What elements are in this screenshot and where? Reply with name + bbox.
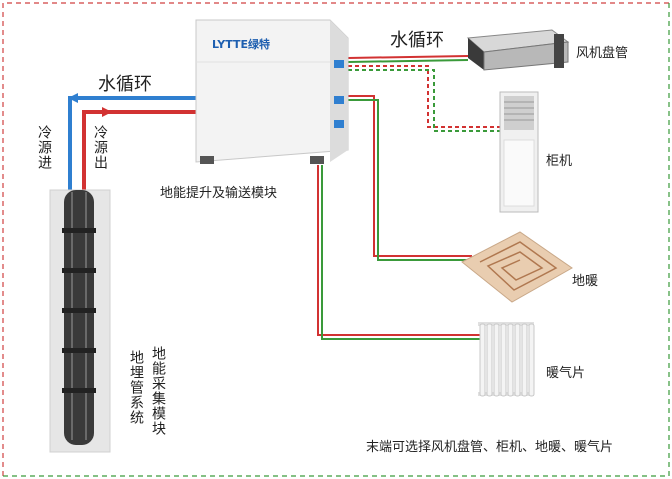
water-loop-top-label: 水循环 (390, 30, 444, 51)
cabinet-unit (499, 91, 539, 213)
heat-pump-unit (195, 19, 349, 164)
buried-pipe-system-label: 地埋管系统 (128, 350, 144, 425)
terminal-pipes (317, 55, 500, 340)
cold-out-label: 冷源出 (92, 125, 108, 170)
cabinet-label: 柜机 (546, 154, 573, 169)
fan-coil-label: 风机盘管 (576, 46, 629, 61)
ground-collect-module-label: 地能采集模块 (150, 346, 166, 436)
ground-lift-module-label: 地能提升及输送模块 (160, 186, 278, 201)
radiator-unit (478, 322, 535, 397)
floor-heating-label: 地暖 (572, 274, 599, 289)
brand-logo: LYTTE绿特 (212, 38, 271, 51)
radiator-label: 暖气片 (546, 366, 586, 381)
footnote: 末端可选择风机盘管、柜机、地暖、暖气片 (366, 440, 614, 455)
border-green (3, 3, 670, 477)
water-loop-left-label: 水循环 (98, 74, 152, 95)
floor-heating-unit (461, 231, 573, 303)
cold-in-label: 冷源进 (36, 125, 52, 170)
ground-loop-pipes (68, 93, 196, 190)
buried-pipe-well (49, 189, 111, 453)
fan-coil-unit (466, 29, 570, 71)
